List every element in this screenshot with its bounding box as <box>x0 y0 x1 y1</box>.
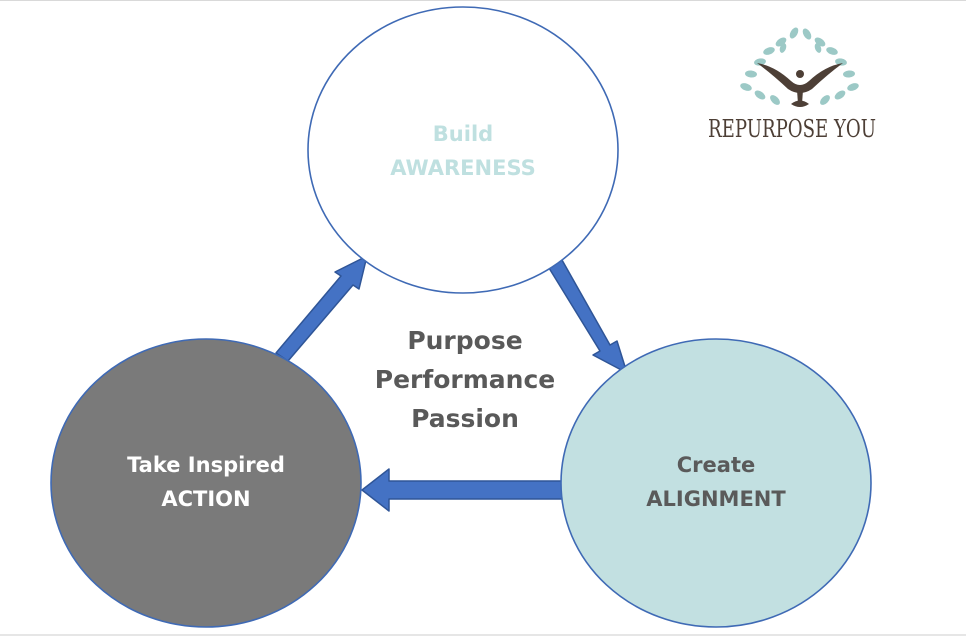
center-label-performance: Performance <box>375 365 555 394</box>
node-alignment-line2: ALIGNMENT <box>646 487 786 511</box>
node-action-circle <box>50 338 362 628</box>
bottom-border <box>0 634 966 636</box>
logo-figure-icon <box>757 63 843 107</box>
node-awareness-line2: AWARENESS <box>390 156 536 180</box>
center-label-purpose: Purpose <box>407 326 522 355</box>
top-border <box>0 0 966 1</box>
node-alignment-circle <box>560 338 872 628</box>
logo-wordmark: REPURPOSE YOU <box>708 115 876 143</box>
node-action-line2: ACTION <box>161 487 250 511</box>
arrow-awareness-to-alignment <box>548 259 628 374</box>
node-alignment-line1: Create <box>677 453 755 477</box>
node-action-line1: Take Inspired <box>127 453 285 477</box>
arrow-alignment-to-action <box>361 468 563 512</box>
repurpose-you-logo: REPURPOSE YOU <box>708 27 876 143</box>
arrow-action-to-awareness <box>275 255 368 362</box>
center-label-passion: Passion <box>411 404 519 433</box>
logo-leaves-icon <box>740 27 859 105</box>
node-awareness-circle <box>307 6 619 294</box>
node-awareness-line1: Build <box>433 122 493 146</box>
